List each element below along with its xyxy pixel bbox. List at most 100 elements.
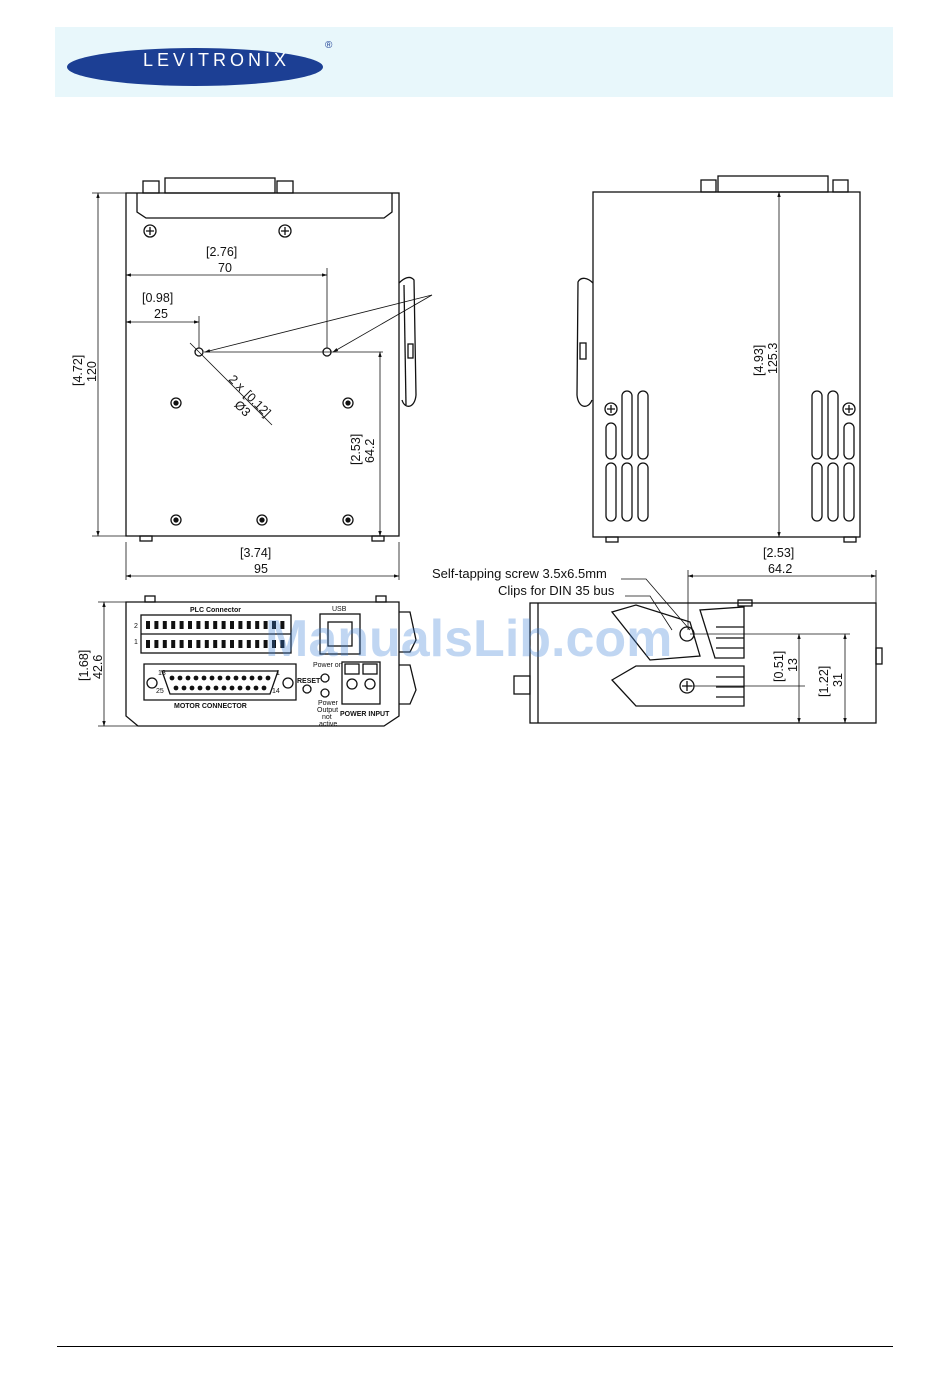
- plc-pin: [263, 621, 268, 629]
- plc-pin: [280, 621, 285, 629]
- side-clip-lower: [399, 664, 417, 705]
- screw-icon: [170, 397, 182, 409]
- vent-slot: [827, 462, 839, 522]
- pin-1: 1: [134, 639, 138, 646]
- dim-25: 25: [154, 307, 168, 321]
- plc-pin: [179, 640, 184, 648]
- plc-pin: [213, 621, 218, 629]
- plc-pin: [188, 621, 192, 629]
- motor-pin: [221, 685, 227, 691]
- plc-pin: [246, 621, 251, 629]
- vent-slot: [843, 422, 855, 460]
- side-height-inch: [4.93]: [752, 345, 766, 376]
- plc-pin: [154, 640, 159, 648]
- front-connector-body: [164, 177, 276, 194]
- width: 95: [254, 562, 268, 576]
- hole-callout: 2 x [0.12] Ø3: [226, 372, 274, 420]
- power-on-led: [320, 673, 330, 683]
- terminal-lever: [362, 663, 378, 675]
- connector-height-label: [1.68] 42.6: [77, 650, 105, 681]
- front-connector-post-left: [142, 180, 160, 194]
- plc-pin: [179, 621, 184, 629]
- plc-pin: [188, 640, 192, 648]
- screw-icon: [278, 224, 292, 238]
- motor-pin: [245, 685, 251, 691]
- pin-25: 25: [156, 688, 164, 695]
- screw-icon: [170, 514, 182, 526]
- height: 120: [85, 361, 99, 382]
- plc-pin: [238, 640, 243, 648]
- din-clip-front: [398, 276, 417, 407]
- side-view: [576, 175, 861, 543]
- front-connector-post-right: [276, 180, 294, 194]
- plc-pin: [171, 621, 176, 629]
- power-on-label: Power on: [313, 662, 343, 669]
- plc-pins: [146, 621, 285, 648]
- din-clip-upper: [699, 606, 745, 659]
- motor-pin: [217, 675, 223, 681]
- logo-ellipse: [67, 48, 323, 86]
- width-inch: [3.74]: [240, 546, 271, 560]
- motor-pin: [209, 675, 215, 681]
- motor-pin: [257, 675, 263, 681]
- hole-height: 64.2: [363, 439, 377, 463]
- plc-pin: [238, 621, 243, 629]
- plc-pin: [230, 621, 234, 629]
- side-height: 125.3: [766, 343, 780, 374]
- screw-icon: [256, 514, 268, 526]
- pin-14: 14: [272, 688, 280, 695]
- usb-socket: [327, 621, 353, 647]
- plc-pin: [280, 640, 285, 648]
- vent-slot: [605, 422, 617, 460]
- front-view: [125, 177, 417, 542]
- motor-pin: [233, 675, 239, 681]
- vent-slot: [621, 462, 633, 522]
- motor-pin: [181, 685, 187, 691]
- registered-mark: ®: [325, 41, 333, 51]
- motor-pin: [225, 675, 231, 681]
- dim-13-inch: [0.51]: [772, 651, 786, 682]
- plc-connector-label: PLC Connector: [190, 607, 241, 614]
- side-foot-right: [843, 536, 857, 543]
- motor-pin: [241, 675, 247, 681]
- din-clip-front-inner: [403, 284, 407, 406]
- vent-slot: [605, 462, 617, 522]
- motor-pins: [169, 675, 271, 691]
- pin-13: 13: [158, 670, 166, 677]
- foot-left: [139, 535, 153, 542]
- dim-31-inch: [1.22]: [817, 666, 831, 697]
- dim-31-label: [1.22] 31: [817, 666, 845, 697]
- din-right-tab: [875, 647, 883, 665]
- front-top-connector: [136, 193, 393, 219]
- dim-70-inch: [2.76]: [206, 245, 237, 259]
- din-side-knob: [513, 675, 531, 695]
- plc-pin: [162, 640, 167, 648]
- plc-pin: [204, 621, 209, 629]
- din-top-tab: [737, 599, 753, 607]
- side-foot-left: [605, 536, 619, 543]
- motor-connector-label: MOTOR CONNECTOR: [174, 703, 247, 710]
- motor-connector-dsub: [161, 670, 279, 695]
- din-depth-inch: [2.53]: [763, 546, 794, 560]
- header-band: LEVITRONIX ®: [55, 27, 893, 97]
- screw-icon: [342, 397, 354, 409]
- plc-pin: [196, 621, 201, 629]
- screw-icon: [342, 514, 354, 526]
- motor-pin: [201, 675, 207, 681]
- screw-icon: [604, 402, 618, 416]
- motor-pin: [253, 685, 259, 691]
- screw-icon: [842, 402, 856, 416]
- power-output-label-4: active: [319, 721, 337, 728]
- vent-slot: [827, 390, 839, 460]
- motor-pin: [197, 685, 203, 691]
- plc-pin: [272, 640, 276, 648]
- plc-pin: [162, 621, 167, 629]
- side-housing: [592, 191, 861, 538]
- terminal-screw: [346, 678, 358, 690]
- connector-panel: [125, 601, 400, 727]
- din-dimensions: [621, 570, 877, 724]
- plc-pin: [146, 640, 150, 648]
- front-dimensions: [92, 192, 433, 580]
- plc-pin: [221, 640, 226, 648]
- din-clip-upper-shape: [610, 604, 701, 661]
